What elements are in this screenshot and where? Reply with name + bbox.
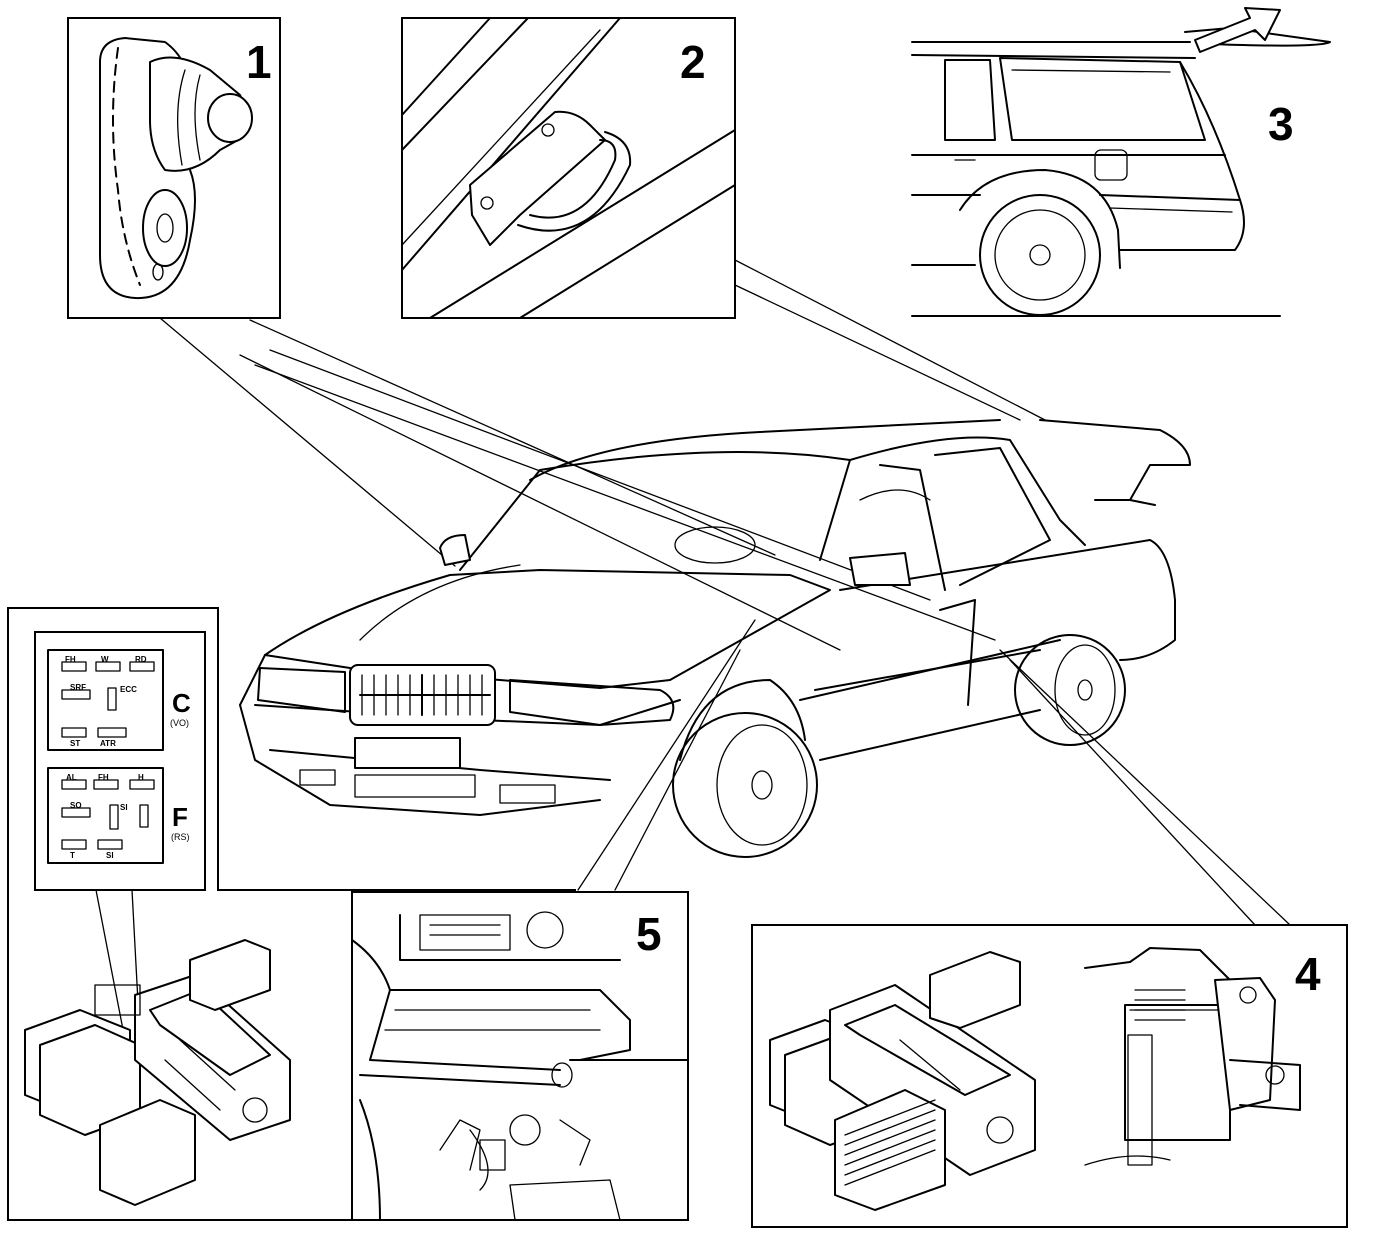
slot-label: SRF: [70, 683, 86, 692]
panel-f-letter: F: [172, 802, 188, 832]
slot-label: ECC: [120, 685, 137, 694]
slot-label: FH: [98, 773, 109, 782]
relay-block-left: [24, 939, 291, 1206]
relay-panel-f: AL FH H SO SI T SI F (RS): [47, 767, 190, 864]
slot-label: RD: [135, 655, 147, 664]
slot-label: T: [70, 851, 75, 860]
panel-f-sub: (RS): [171, 832, 190, 842]
leader-lines: [159, 259, 1291, 926]
callout-5: 5: [636, 908, 662, 960]
tailgate-actuator: [1084, 947, 1301, 1166]
inset-2-trunk-catch: 2: [401, 17, 736, 319]
callout-2: 2: [680, 36, 706, 88]
panel-c-letter: C: [172, 688, 191, 718]
panel-c-sub: (VO): [170, 718, 189, 728]
relay-panel-c: FH W RD SRF ECC ST ATR C (VO): [47, 649, 191, 751]
inset-3-tailgate: 3: [911, 7, 1331, 317]
slot-label: ST: [70, 739, 80, 748]
slot-label: AL: [66, 773, 77, 782]
slot-label: SO: [70, 801, 82, 810]
callout-4: 4: [1295, 948, 1321, 1000]
slot-label: FH: [65, 655, 76, 664]
slot-label: W: [101, 655, 109, 664]
callout-3: 3: [1268, 98, 1294, 150]
slot-label: SI: [120, 803, 128, 812]
slot-label: H: [138, 773, 144, 782]
car-illustration: [239, 419, 1191, 858]
relay-block-right: [769, 951, 1036, 1211]
inset-1-door-switch: 1: [67, 17, 281, 319]
slot-label: ATR: [100, 739, 116, 748]
inset-5-under-dash: 5: [351, 891, 689, 1221]
slot-label: SI: [106, 851, 114, 860]
inset-4-relay-actuator: 4: [751, 924, 1348, 1228]
grille: [359, 674, 491, 716]
callout-1: 1: [246, 36, 272, 88]
